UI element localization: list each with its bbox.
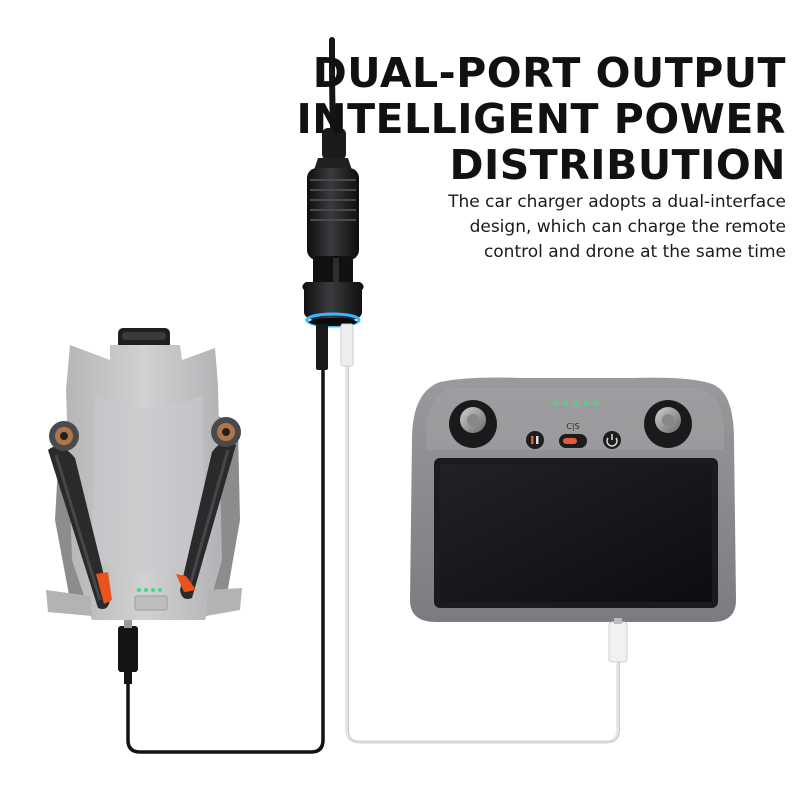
remote-status-leds	[554, 401, 598, 405]
drone-foot-right	[206, 588, 242, 616]
headline-line-1: DUAL-PORT OUTPUT	[312, 49, 786, 97]
drone-usb-plug	[118, 626, 138, 672]
mode-switch	[559, 434, 587, 448]
charger-head	[302, 282, 364, 322]
pause-button	[526, 431, 544, 449]
headline-line-3: DISTRIBUTION	[449, 141, 786, 189]
headline: DUAL-PORT OUTPUT INTELLIGENT POWER DISTR…	[266, 50, 786, 188]
description: The car charger adopts a dual-interface …	[366, 190, 786, 265]
headline-line-2: INTELLIGENT POWER	[296, 95, 786, 143]
black-cable-to-drone	[126, 360, 325, 754]
prop-tip-right	[176, 574, 196, 592]
charger-neck	[314, 158, 352, 170]
right-joystick	[644, 400, 692, 448]
remote-screen	[440, 464, 712, 602]
description-line-3: control and drone at the same time	[483, 242, 786, 262]
remote-usb-plug	[608, 621, 628, 663]
charger-strain-relief	[322, 128, 346, 160]
car-charger	[302, 128, 364, 370]
usb-plug-white	[340, 323, 354, 367]
motor-left	[49, 421, 79, 451]
description-line-2: design, which can charge the remote	[469, 217, 786, 237]
drone	[46, 328, 242, 684]
remote-controller: C|S	[410, 377, 736, 663]
left-joystick	[449, 400, 497, 448]
motor-right	[211, 417, 241, 447]
description-line-1: The car charger adopts a dual-interface	[448, 192, 786, 212]
drone-foot-left	[46, 590, 92, 616]
drone-battery-port	[134, 595, 168, 611]
mode-switch-label: C|S	[566, 422, 579, 431]
usb-plug-black	[316, 324, 328, 370]
prop-tip-left	[96, 572, 112, 604]
battery-level-leds	[137, 588, 162, 592]
power-button	[603, 431, 621, 449]
